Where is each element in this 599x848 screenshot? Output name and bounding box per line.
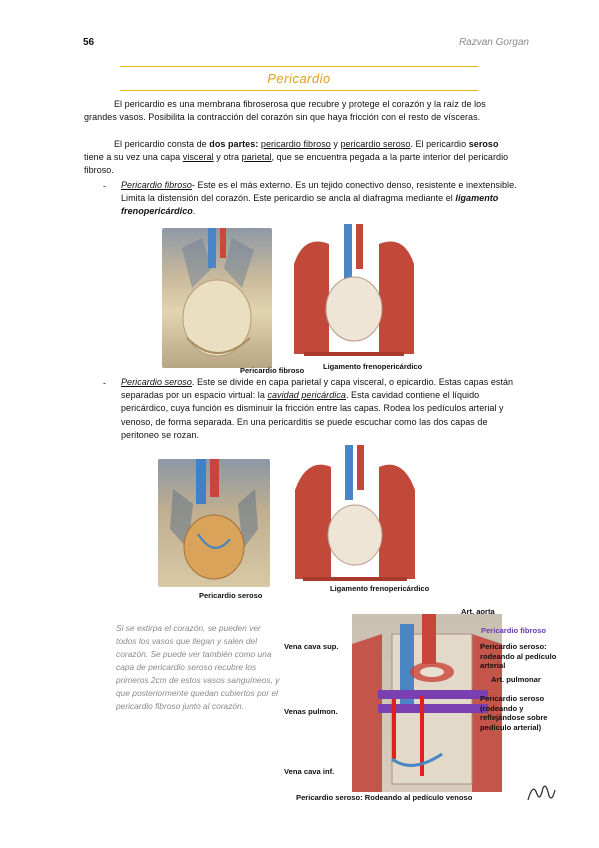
- bullet-1-text: Pericardio fibroso- Este es el más exter…: [121, 179, 517, 219]
- purple-marker-top: [378, 690, 488, 699]
- label-pericardio-seroso-venoso: Pericardio seroso: Rodeando al pedículo …: [296, 793, 472, 803]
- bullet-1-term: Pericardio fibroso: [121, 180, 192, 190]
- page-title: Pericardio: [267, 71, 331, 86]
- p2-fibrous: pericardio fibroso: [260, 139, 331, 149]
- p2-parietal: parietal: [241, 152, 272, 163]
- title-rule-bottom: [120, 90, 478, 91]
- label-ps-arterial-line3: arterial: [480, 661, 506, 670]
- p2-seroso-bold: seroso: [468, 139, 499, 149]
- author-name: Razvan Gorgan: [458, 37, 529, 48]
- fibrous-pericardium-drawing: [182, 228, 254, 357]
- label-ps-reflect-line3: reflejándose sobre: [480, 713, 548, 722]
- p2-text-k: y otra: [213, 152, 242, 163]
- red-line-left: [392, 699, 396, 759]
- p2-text-g: . El pericardio: [410, 139, 469, 149]
- ligament-2-drawing: [295, 445, 415, 581]
- bullet-1-body-b: .: [192, 206, 196, 217]
- p2-visceral: visceral: [182, 152, 214, 163]
- label-ps-reflect-line2: (rodeando y: [480, 703, 524, 713]
- intro-paragraph-1: El pericardio es una membrana fibroseros…: [84, 99, 486, 123]
- signature-mark: [527, 785, 556, 801]
- label-ps-reflect-title: Pericardio seroso: [480, 694, 545, 703]
- label-vena-cava-inf: Vena cava inf.: [284, 767, 335, 776]
- figure-ligament-2-image: [285, 445, 425, 583]
- bullet-2-body-a: . Este se divide en capa parietal y capa…: [121, 377, 514, 401]
- label-pericardio-fibroso: Pericardio fibroso: [481, 626, 546, 635]
- figure-2-caption-left: Pericardio seroso: [199, 591, 263, 600]
- p2-text-a: El pericardio consta de: [114, 139, 210, 149]
- label-ps-venoso-title: Pericardio seroso: [296, 793, 361, 802]
- figure-1-caption-right: Ligamento frenopericárdico: [323, 362, 423, 371]
- label-venas-pulmon: Venas pulmon.: [284, 707, 338, 716]
- figure-heart-removed-image: [352, 614, 502, 792]
- label-art-pulmonar: Art. pulmonar: [491, 675, 541, 684]
- figure-fibrous-pericardium-image: [162, 228, 272, 368]
- bullet-1-body-a: - Este es el más externo. Es un tejido c…: [121, 180, 517, 204]
- bullet-2-body-b: . Esta cavidad contiene el líquido peric…: [121, 390, 504, 440]
- ligament-drawing: [294, 224, 414, 356]
- heart-removed-drawing: [352, 614, 502, 792]
- bullet-2-term: Pericardio seroso: [121, 377, 192, 387]
- label-ps-reflect-line4: pedículo arterial): [480, 722, 542, 732]
- bullet-1-ligament: ligamento frenopericárdico: [121, 193, 499, 217]
- purple-marker-bottom: [378, 704, 488, 713]
- bullet-2-cavity: cavidad pericárdica: [267, 390, 346, 401]
- red-line-center: [420, 696, 424, 776]
- figure-ligament-image: [284, 224, 424, 359]
- figure-1-caption-left: Pericardio fibroso: [240, 366, 305, 375]
- p2-text-c: :: [255, 139, 261, 149]
- page-number: 56: [83, 37, 95, 48]
- title-rule-top: [120, 66, 478, 67]
- figure-serous-pericardium-image: [158, 459, 270, 587]
- bullet-1-dash: -: [103, 181, 106, 191]
- bullet-2-text: Pericardio seroso. Este se divide en cap…: [121, 376, 517, 442]
- label-pericardio-seroso-reflect: Pericardio seroso (rodeando y reflejándo…: [480, 694, 580, 732]
- label-ps-venoso-text: : Rodeando al pedículo venoso: [360, 793, 473, 802]
- figure-2-caption-right: Ligamento frenopericárdico: [330, 584, 430, 593]
- label-ps-arterial-line2: rodeando al pedículo: [480, 651, 557, 661]
- label-pericardio-seroso-arterial: Pericardio seroso: rodeando al pedículo …: [480, 642, 580, 671]
- label-art-aorta: Art. aorta: [461, 607, 495, 616]
- p2-two-parts: dos partes: [209, 139, 256, 149]
- p2-text-m: , que se encuentra pegada a la parte int…: [84, 152, 509, 176]
- label-ps-arterial-title: Pericardio seroso:: [480, 642, 547, 651]
- intro-paragraph-2: El pericardio consta de dos partes: peri…: [84, 138, 516, 178]
- bullet-2-dash: -: [103, 378, 106, 388]
- serous-pericardium-drawing: [170, 459, 258, 580]
- p2-text-i: tiene a su vez una capa: [84, 152, 183, 163]
- p2-serous: pericardio seroso: [340, 139, 411, 149]
- label-vena-cava-sup: Vena cava sup.: [284, 642, 339, 651]
- side-note: Si se extirpa el corazón, se pueden ver …: [116, 623, 280, 711]
- p2-text-e: y: [330, 139, 341, 149]
